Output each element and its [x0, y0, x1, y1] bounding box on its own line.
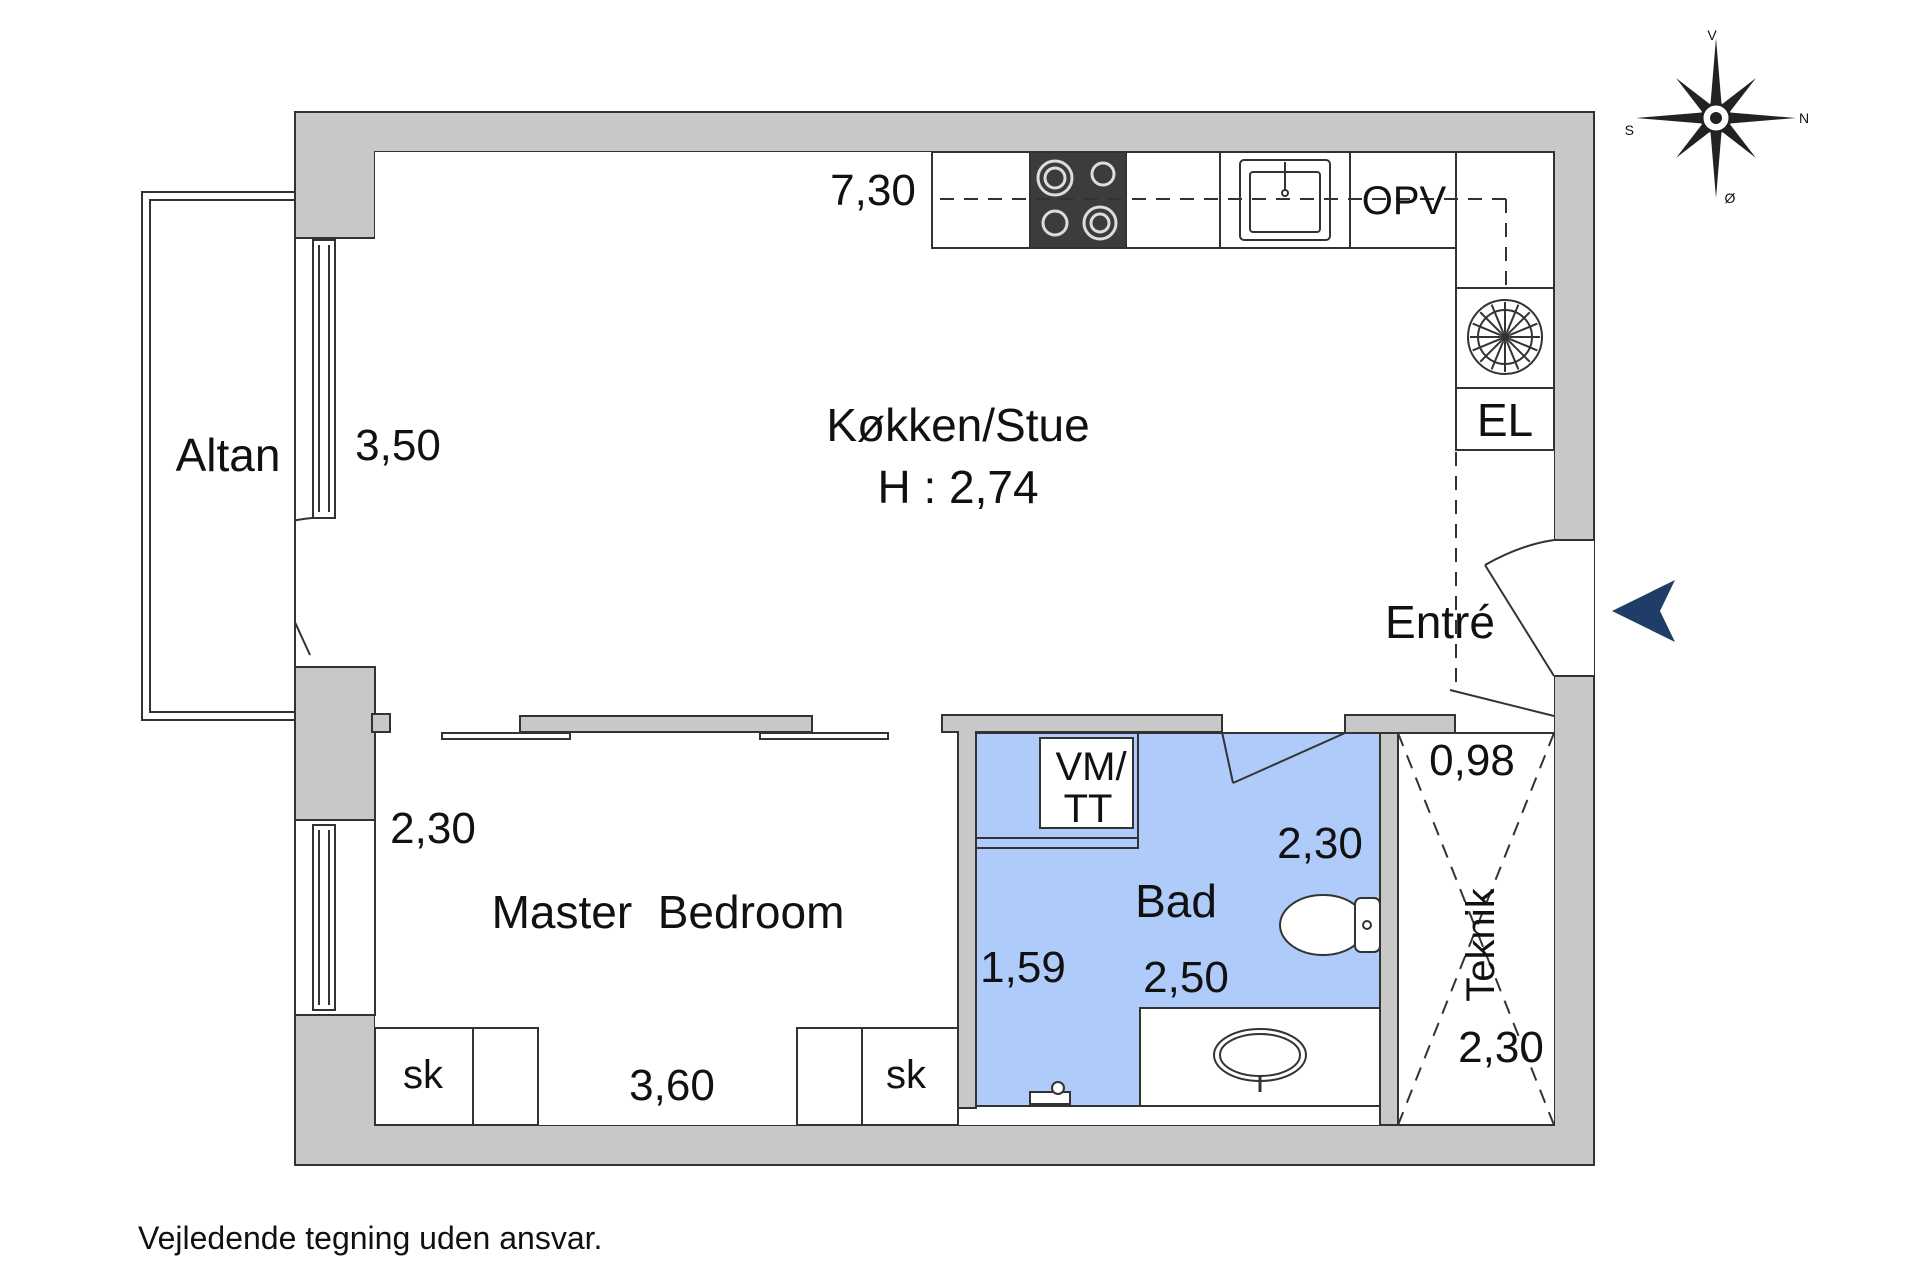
sliding-partition [441, 715, 889, 740]
entrance-label: Entré [1385, 596, 1495, 648]
technical-label: Teknik [1459, 887, 1503, 1001]
kitchen-counter [931, 151, 1555, 451]
fan-spoke [1509, 337, 1538, 352]
wardrobe-right-label: sk [886, 1053, 927, 1097]
dim-living-width: 3,50 [355, 421, 441, 470]
fan-spoke [1505, 304, 1520, 333]
dim-tech-width: 0,98 [1429, 736, 1515, 785]
disclaimer-text: Vejledende tegning uden ansvar. [138, 1220, 603, 1256]
balcony [141, 191, 296, 721]
stove-burners [1036, 159, 1118, 241]
wardrobes [374, 1027, 959, 1126]
entrance-door [1484, 539, 1555, 677]
window-left-bottom [294, 819, 376, 1016]
washer-dryer-label-2: TT [1064, 787, 1113, 831]
fan-spoke [1507, 311, 1531, 335]
wardrobe-left-label: sk [403, 1053, 444, 1097]
wall-block [294, 666, 376, 821]
drain-icon [1029, 1081, 1071, 1105]
balcony-label: Altan [176, 429, 281, 481]
compass-north: N [1799, 110, 1809, 126]
kitchen-sink [1239, 159, 1331, 241]
electric-box [1455, 387, 1555, 451]
dashed-guide [940, 198, 1510, 690]
ventilation-label: OPV [1362, 179, 1447, 223]
fan-spoke [1507, 339, 1531, 363]
fan-spoke [1472, 337, 1501, 352]
fan-spoke [1505, 341, 1520, 370]
bath-walls [941, 714, 1223, 1109]
bathroom-label: Bad [1135, 875, 1217, 927]
toilet-icon [1279, 894, 1381, 956]
compass-east: Ø [1725, 190, 1736, 206]
ceiling-height-label: H : 2,74 [877, 461, 1038, 513]
fan-spoke [1479, 311, 1503, 335]
fan-spoke [1472, 322, 1501, 337]
fan-spoke [1509, 322, 1538, 337]
fan-spoke [1490, 304, 1505, 333]
window-left-top [312, 239, 336, 519]
fan-spoke [1479, 339, 1503, 363]
dim-bedroom-width: 3,60 [629, 1061, 715, 1110]
washer-dryer-label-1: VM/ [1055, 745, 1127, 789]
fan-spoke [1490, 341, 1505, 370]
bathroom [941, 714, 1456, 1126]
compass-rose-icon: V N S Ø [1625, 27, 1809, 206]
dim-bath-depth: 1,59 [980, 943, 1066, 992]
electric-label: EL [1477, 394, 1533, 446]
dim-bath-width: 2,30 [1277, 819, 1363, 868]
compass-west: V [1707, 27, 1717, 43]
technical-room [1397, 689, 1555, 1126]
dim-kitchen-length: 7,30 [830, 166, 916, 215]
master-bedroom-label: Master Bedroom [492, 886, 845, 938]
compass-south: S [1625, 122, 1634, 138]
kitchen-living-label: Køkken/Stue [826, 399, 1089, 451]
dim-tech-length: 2,30 [1458, 1023, 1544, 1072]
dim-bath-length: 2,50 [1143, 953, 1229, 1002]
dim-bedroom-depth: 2,30 [390, 804, 476, 853]
entry-arrow-icon [1612, 580, 1675, 642]
